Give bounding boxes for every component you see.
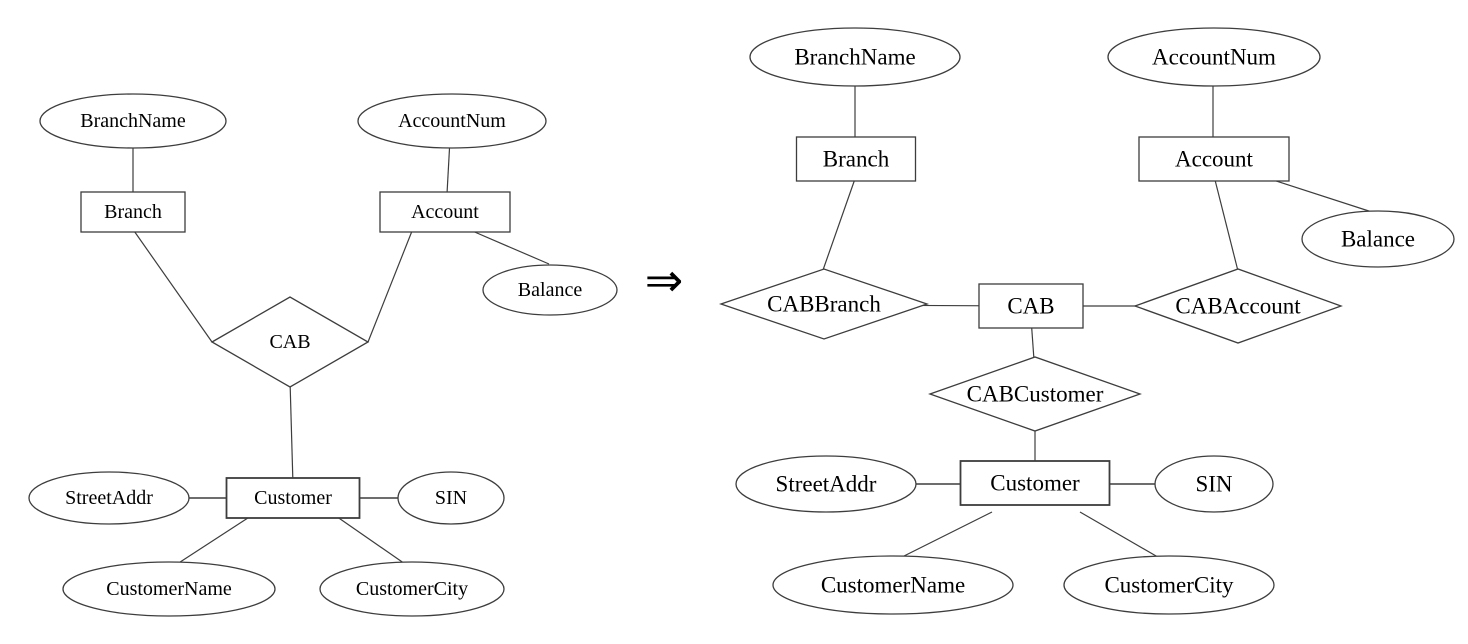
left-edge-branch-cab <box>131 227 213 343</box>
right-relationship-cabcustomer-label: CABCustomer <box>967 382 1104 407</box>
left-attribute-customercity <box>319 561 505 617</box>
left-edge-customer-customercity <box>332 513 409 567</box>
right-attribute-customername <box>772 555 1014 615</box>
left-entity-branch <box>80 191 186 233</box>
right-attribute-customercity <box>1063 555 1275 615</box>
left-entity-customer <box>225 477 361 519</box>
left-attribute-customercity-label: CustomerCity <box>356 578 468 600</box>
left-entity-customer-label: Customer <box>254 487 332 509</box>
right-relationship-cabbranch-label: CABBranch <box>767 292 881 317</box>
left-attribute-accountnum <box>357 93 547 149</box>
right-attribute-sin <box>1154 455 1274 513</box>
left-entity-account <box>379 191 511 233</box>
left-attribute-accountnum-label: AccountNum <box>398 110 506 132</box>
left-edge-customer-customername <box>173 513 255 567</box>
left-edge-cab-customer <box>289 379 294 486</box>
right-entity-customer-label: Customer <box>990 471 1080 496</box>
left-edge-account-cab <box>367 225 415 343</box>
right-edge-customer-customername <box>895 511 993 561</box>
right-entity-cab-label: CAB <box>1007 294 1054 319</box>
right-edge-account-balance <box>1266 177 1376 214</box>
right-relationship-cabaccount-label: CABAccount <box>1175 294 1301 319</box>
left-attribute-streetaddr <box>28 471 190 525</box>
left-relationship-cab-label: CAB <box>269 331 310 353</box>
right-attribute-streetaddr-label: StreetAddr <box>776 472 877 497</box>
left-attribute-streetaddr-label: StreetAddr <box>65 487 153 509</box>
right-relationship-cabbranch <box>718 268 930 340</box>
right-entity-account-label: Account <box>1175 147 1254 172</box>
right-attribute-accountnum-label: AccountNum <box>1152 45 1276 70</box>
right-entity-branch-label: Branch <box>823 147 890 172</box>
right-relationship-cabcustomer <box>928 356 1142 432</box>
right-attribute-balance <box>1301 210 1455 268</box>
right-attribute-branchname <box>749 27 961 87</box>
left-attribute-customername-label: CustomerName <box>106 578 232 600</box>
left-entity-branch-label: Branch <box>104 201 162 223</box>
right-attribute-customercity-label: CustomerCity <box>1104 573 1234 598</box>
right-edge-branch-cabbranch <box>822 175 857 271</box>
right-edge-account-cabaccount <box>1213 175 1239 272</box>
right-entity-cab <box>978 283 1084 329</box>
left-attribute-sin-label: SIN <box>435 487 467 509</box>
implies-arrow-icon: ⇒ <box>645 253 684 307</box>
left-attribute-balance <box>482 264 618 316</box>
right-entity-branch <box>795 136 917 182</box>
right-edge-customer-customercity <box>1079 511 1164 561</box>
right-attribute-customername-label: CustomerName <box>821 573 965 598</box>
right-attribute-balance-label: Balance <box>1341 227 1415 252</box>
left-relationship-cab <box>210 296 370 388</box>
right-attribute-sin-label: SIN <box>1195 472 1232 497</box>
left-entity-account-label: Account <box>411 201 479 223</box>
left-attribute-customername <box>62 561 276 617</box>
left-attribute-balance-label: Balance <box>518 279 583 301</box>
left-attribute-branchname <box>39 93 227 149</box>
left-attribute-branchname-label: BranchName <box>80 110 186 132</box>
right-attribute-streetaddr <box>735 455 917 513</box>
left-edge-account-balance <box>469 229 550 265</box>
right-attribute-accountnum <box>1107 27 1321 87</box>
right-relationship-cabaccount <box>1133 268 1343 344</box>
left-attribute-sin <box>397 471 505 525</box>
right-entity-customer <box>959 460 1111 506</box>
right-attribute-branchname-label: BranchName <box>794 45 915 70</box>
right-entity-account <box>1138 136 1290 182</box>
